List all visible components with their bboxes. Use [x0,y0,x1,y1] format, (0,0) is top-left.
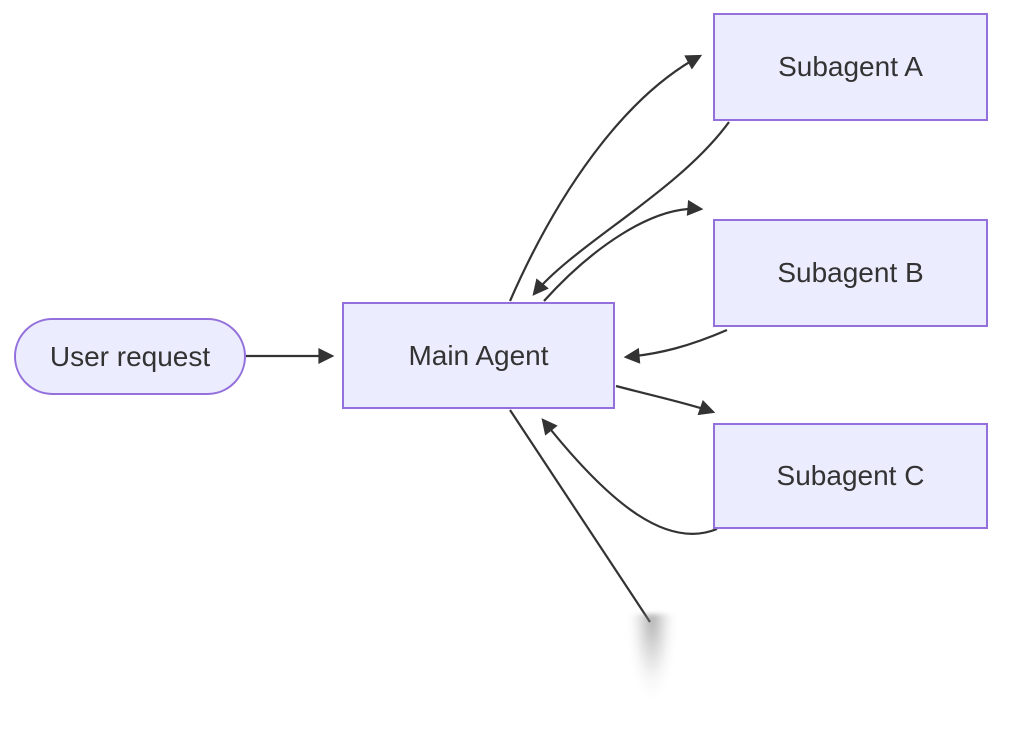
edge-main-agent-to-offscreen [509,409,651,623]
edge-main-agent-to-subagent-c [615,384,716,416]
node-subagent-a: Subagent A [713,13,988,121]
node-subagent-b: Subagent B [713,219,988,327]
node-label: Subagent B [777,257,924,288]
node-main-agent: Main Agent [342,302,615,409]
node-user-request: User request [14,318,246,395]
node-label: Subagent C [776,460,925,491]
node-subagent-c: Subagent C [713,423,988,529]
edge-subagent-a-to-main-agent [532,121,730,296]
edge-main-agent-to-subagent-b [543,199,704,302]
edge-subagent-b-to-main-agent [623,328,728,364]
edge-main-agent-to-subagent-a [508,54,703,302]
node-label: Subagent A [778,51,923,82]
node-label: Main Agent [408,339,549,371]
node-label: User request [49,340,211,372]
edge-subagent-c-to-main-agent [541,418,718,535]
